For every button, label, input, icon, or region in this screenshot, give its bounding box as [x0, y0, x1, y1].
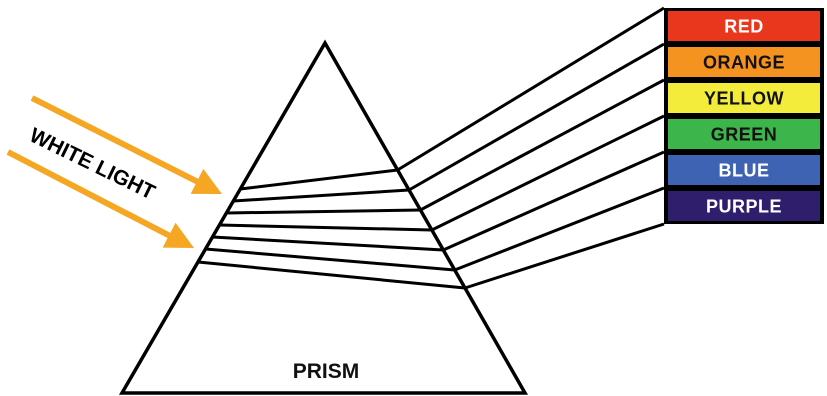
spectrum-label-orange: ORANGE: [703, 53, 785, 73]
spectrum-label-yellow: YELLOW: [704, 89, 784, 109]
spectrum-label-purple: PURPLE: [706, 197, 782, 217]
exit-ray-3: [420, 80, 664, 210]
exit-ray-4: [432, 116, 664, 230]
spectrum-label-green: GREEN: [711, 125, 778, 145]
prism-label: PRISM: [293, 360, 360, 383]
spectrum-legend: RED ORANGE YELLOW GREEN BLUE PURPLE: [664, 8, 824, 224]
spectrum-label-red: RED: [724, 17, 764, 37]
prism-triangle: [122, 43, 525, 393]
exit-ray-7: [465, 224, 664, 288]
spectrum-label-blue: BLUE: [719, 161, 770, 181]
exit-ray-1: [398, 8, 664, 170]
